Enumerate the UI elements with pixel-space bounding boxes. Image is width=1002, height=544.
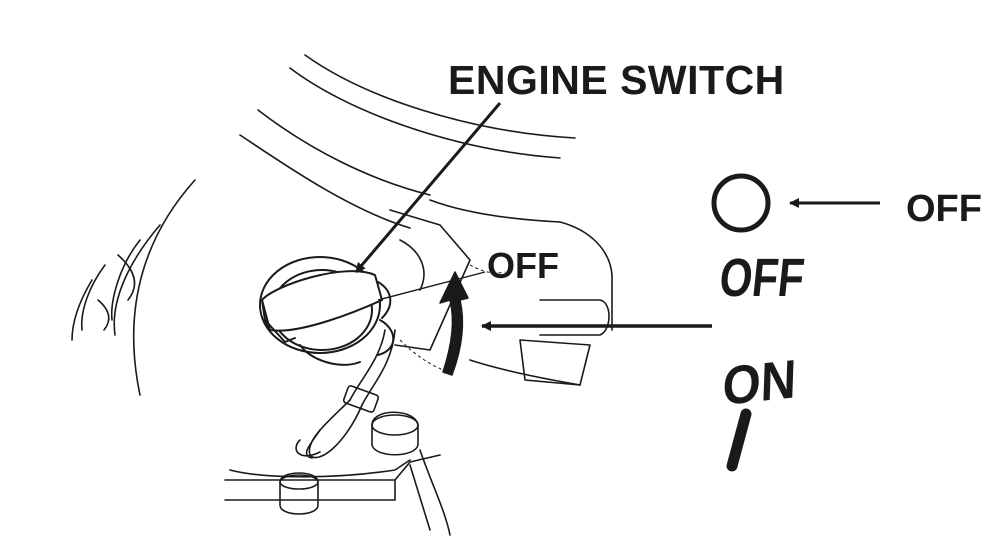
decal-off-text: OFF (717, 248, 807, 308)
off-circle-icon (711, 173, 771, 233)
engine-switch-label: ENGINE SWITCH (448, 57, 785, 103)
engine-housing-linework (71, 54, 613, 536)
decal-on-text: ON (722, 349, 798, 417)
rotation-path-ghost-lower (399, 339, 449, 373)
off-leader-line (377, 271, 486, 301)
engine-switch-leader-arrow (354, 102, 502, 273)
on-bar-icon (726, 408, 752, 472)
rotation-arrow-icon (439, 271, 469, 376)
off-symbol-label: OFF (906, 188, 982, 230)
off-position-label: OFF (487, 245, 559, 286)
engine-switch-knob[interactable] (259, 256, 395, 366)
rotation-path-ghost (469, 264, 506, 274)
